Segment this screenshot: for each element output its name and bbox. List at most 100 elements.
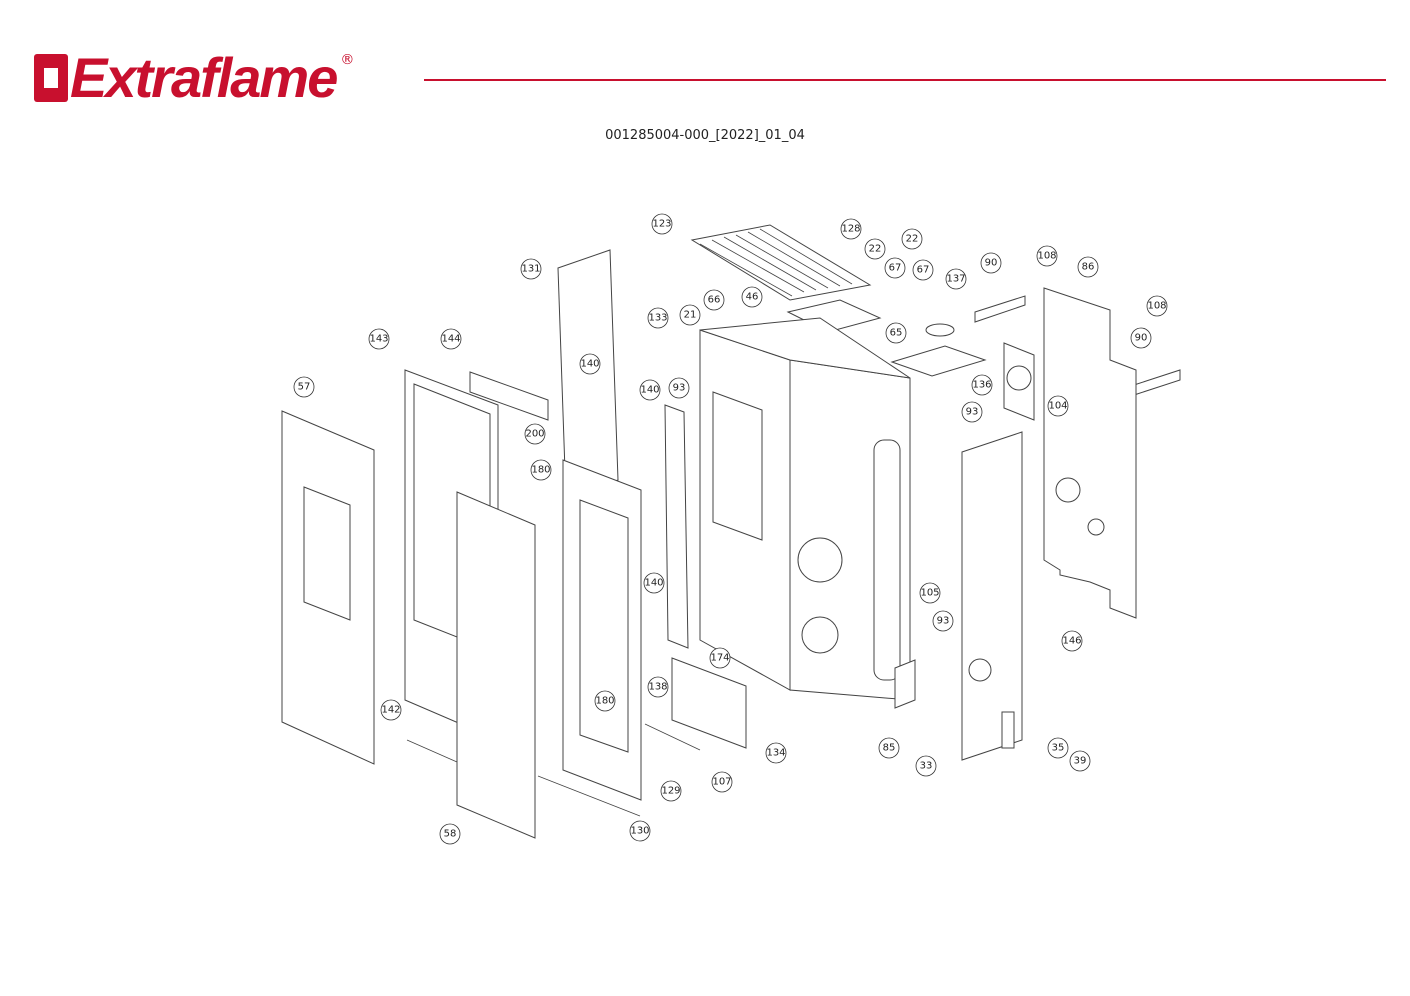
callout: 108 bbox=[1146, 295, 1168, 317]
part-side-trim bbox=[664, 404, 689, 649]
svg-text:130: 130 bbox=[630, 826, 649, 837]
parts bbox=[281, 224, 1181, 839]
svg-text:123: 123 bbox=[652, 219, 671, 230]
callout: 146 bbox=[1061, 630, 1083, 652]
callout: 128 bbox=[840, 218, 862, 240]
callout: 200 bbox=[524, 423, 546, 445]
callouts: 123 128 22 22 67 67 137 90 108 86 108 90… bbox=[293, 213, 1168, 845]
svg-text:58: 58 bbox=[444, 829, 457, 840]
callout: 130 bbox=[629, 820, 651, 842]
svg-text:104: 104 bbox=[1048, 401, 1067, 412]
svg-text:137: 137 bbox=[946, 274, 965, 285]
callout: 93 bbox=[668, 377, 690, 399]
part-top-grille bbox=[690, 224, 872, 301]
svg-text:128: 128 bbox=[841, 224, 860, 235]
header-divider bbox=[424, 79, 1386, 81]
svg-text:39: 39 bbox=[1074, 756, 1087, 767]
callout: 33 bbox=[915, 755, 937, 777]
callout: 137 bbox=[945, 268, 967, 290]
svg-text:57: 57 bbox=[298, 382, 311, 393]
callout: 104 bbox=[1047, 395, 1069, 417]
callout: 46 bbox=[741, 286, 763, 308]
svg-text:174: 174 bbox=[710, 653, 729, 664]
callout: 174 bbox=[709, 647, 731, 669]
callout: 65 bbox=[885, 322, 907, 344]
callout: 142 bbox=[380, 699, 402, 721]
svg-text:200: 200 bbox=[525, 429, 544, 440]
part-top-plate bbox=[890, 345, 987, 377]
svg-text:180: 180 bbox=[531, 465, 550, 476]
svg-text:22: 22 bbox=[906, 234, 919, 245]
svg-text:142: 142 bbox=[381, 705, 400, 716]
svg-text:138: 138 bbox=[648, 682, 667, 693]
callout: 129 bbox=[660, 780, 682, 802]
svg-text:67: 67 bbox=[889, 263, 902, 274]
brand-logo: Extraflame ® bbox=[34, 48, 354, 108]
svg-text:90: 90 bbox=[1135, 333, 1148, 344]
svg-text:85: 85 bbox=[883, 743, 896, 754]
svg-text:107: 107 bbox=[712, 777, 731, 788]
registered-mark: ® bbox=[340, 52, 355, 68]
callout: 67 bbox=[884, 257, 906, 279]
callout: 180 bbox=[530, 459, 552, 481]
svg-text:134: 134 bbox=[766, 748, 785, 759]
part-lower-panel bbox=[671, 657, 747, 749]
part-side-panel bbox=[961, 431, 1023, 761]
callout: 140 bbox=[639, 379, 661, 401]
callout: 138 bbox=[647, 676, 669, 698]
callout: 35 bbox=[1047, 737, 1069, 759]
callout: 131 bbox=[520, 258, 542, 280]
callout: 39 bbox=[1069, 750, 1091, 772]
callout: 67 bbox=[912, 259, 934, 281]
svg-text:108: 108 bbox=[1147, 301, 1166, 312]
svg-text:108: 108 bbox=[1037, 251, 1056, 262]
logo-mark-icon bbox=[34, 54, 68, 102]
callout: 22 bbox=[901, 228, 923, 250]
callout: 57 bbox=[293, 376, 315, 398]
callout: 93 bbox=[932, 610, 954, 632]
svg-text:67: 67 bbox=[917, 265, 930, 276]
callout: 134 bbox=[765, 742, 787, 764]
callout: 58 bbox=[439, 823, 461, 845]
callout: 123 bbox=[651, 213, 673, 235]
svg-text:22: 22 bbox=[869, 244, 882, 255]
svg-text:66: 66 bbox=[708, 295, 721, 306]
callout: 108 bbox=[1036, 245, 1058, 267]
svg-text:21: 21 bbox=[684, 310, 697, 321]
svg-text:35: 35 bbox=[1052, 743, 1065, 754]
callout: 85 bbox=[878, 737, 900, 759]
callout: 93 bbox=[961, 401, 983, 423]
callout: 105 bbox=[919, 582, 941, 604]
svg-text:90: 90 bbox=[985, 258, 998, 269]
part-bracket bbox=[469, 371, 549, 421]
brand-name: Extraflame bbox=[70, 46, 338, 109]
svg-text:65: 65 bbox=[890, 328, 903, 339]
callout: 133 bbox=[647, 307, 669, 329]
svg-text:129: 129 bbox=[661, 786, 680, 797]
callout: 90 bbox=[980, 252, 1002, 274]
svg-text:33: 33 bbox=[920, 761, 933, 772]
svg-text:93: 93 bbox=[673, 383, 686, 394]
callout: 90 bbox=[1130, 327, 1152, 349]
callout: 86 bbox=[1077, 256, 1099, 278]
callout: 143 bbox=[368, 328, 390, 350]
svg-text:131: 131 bbox=[521, 264, 540, 275]
callout: 22 bbox=[864, 238, 886, 260]
callout: 140 bbox=[579, 353, 601, 375]
svg-text:136: 136 bbox=[972, 380, 991, 391]
svg-text:105: 105 bbox=[920, 588, 939, 599]
callout: 66 bbox=[703, 289, 725, 311]
svg-text:86: 86 bbox=[1082, 262, 1095, 273]
part-rail bbox=[406, 739, 458, 763]
svg-text:133: 133 bbox=[648, 313, 667, 324]
callout: 140 bbox=[643, 572, 665, 594]
part-side-strip bbox=[557, 249, 619, 501]
svg-text:46: 46 bbox=[746, 292, 759, 303]
svg-text:144: 144 bbox=[441, 334, 460, 345]
svg-text:93: 93 bbox=[966, 407, 979, 418]
part-cover bbox=[894, 659, 916, 709]
part-back-panel bbox=[1043, 287, 1137, 619]
callout: 136 bbox=[971, 374, 993, 396]
part-door-panel bbox=[456, 491, 536, 839]
